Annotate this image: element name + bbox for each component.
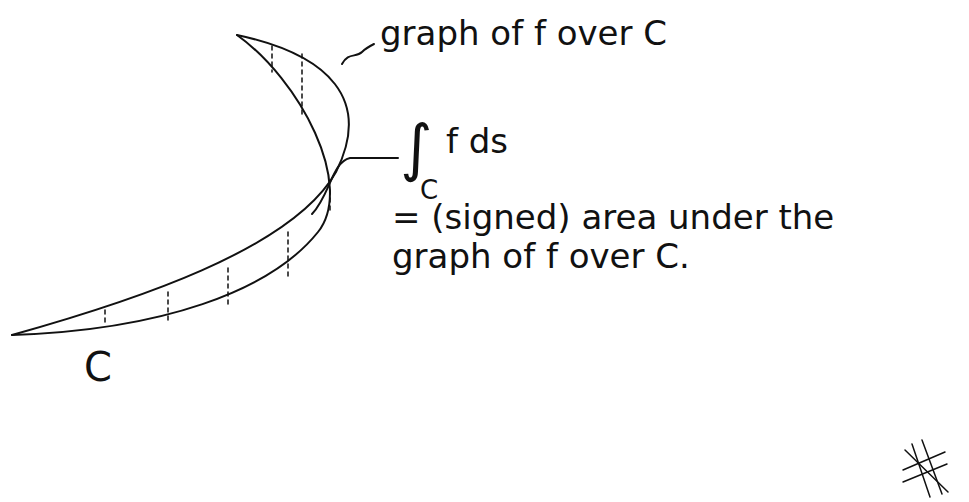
tilde-leader [342,44,374,64]
integral-description: = (signed) area under the graph of f ove… [392,198,862,276]
end-mark [903,440,948,497]
integral-leader [312,158,398,214]
curve-label: C [84,344,112,390]
curve-c [12,35,330,335]
integrand: f ds [446,122,508,161]
graph-curve [12,35,349,335]
dashed-verticals [105,46,330,326]
integral-sign: ∫ [400,112,432,183]
graph-label: graph of f over C [380,14,667,53]
